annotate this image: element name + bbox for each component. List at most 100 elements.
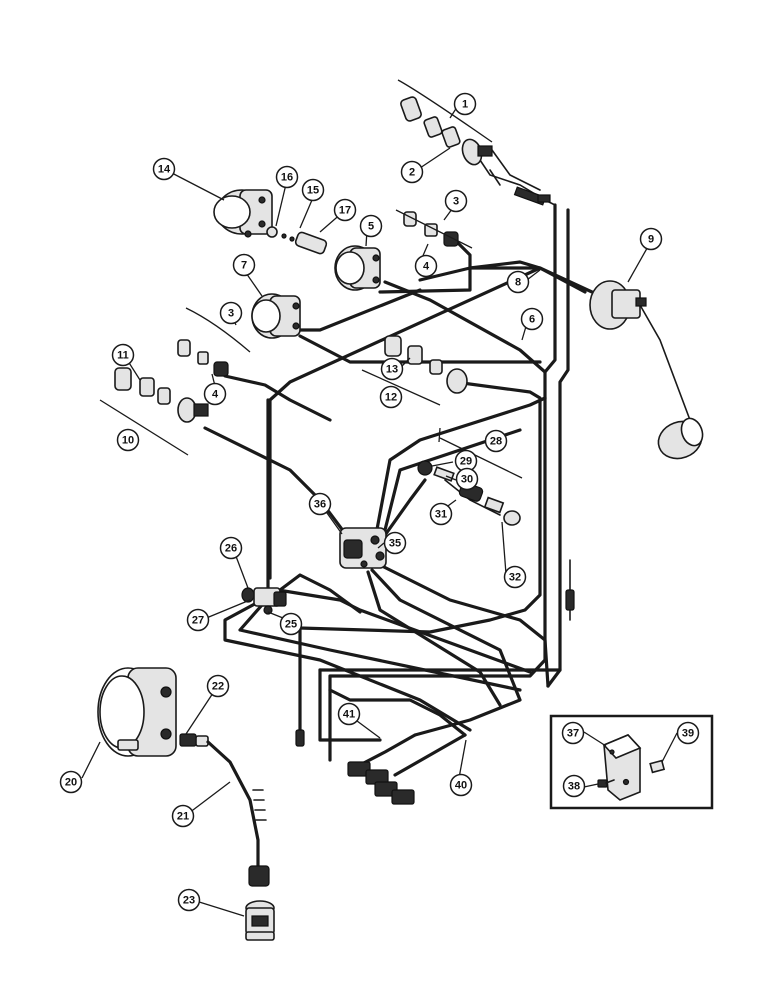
terminal-left: [295, 729, 305, 747]
callout-circle: [152, 157, 176, 181]
terminal-right: [565, 589, 575, 611]
callout-c16: 16: [275, 165, 299, 189]
callout-c11: 11: [111, 343, 135, 367]
indicator-lamp-assembly-1: [400, 96, 551, 206]
tach-cable-21: [206, 740, 260, 870]
lamp-holder-3b: [213, 361, 229, 377]
lamp-holder-3a: [443, 231, 459, 247]
shaft-30: [433, 466, 455, 482]
ignition-switch-35: [339, 527, 387, 569]
washer-16: [266, 226, 278, 238]
callout-c30: 30: [455, 467, 479, 491]
callout-number: 3: [228, 308, 234, 320]
callout-circle: [379, 385, 403, 409]
callout-circle: [186, 608, 210, 632]
callout-leaders: [81, 79, 651, 917]
callout-number: 8: [515, 277, 521, 289]
callout-c25: 25: [279, 612, 303, 636]
callout-c9: 9: [639, 227, 663, 251]
mounting-bracket-37: [602, 734, 642, 801]
callout-circle: [116, 428, 140, 452]
callout-circle: [333, 198, 357, 222]
callout-circle: [400, 160, 424, 184]
callout-c27: 27: [186, 608, 210, 632]
callout-c38: 38: [562, 774, 586, 798]
bracket-inset: [549, 714, 714, 810]
callout-circle: [232, 253, 256, 277]
callout-circle: [59, 770, 83, 794]
washer-28: [503, 510, 521, 526]
switch-terminal-10: [193, 403, 209, 417]
callout-circle: [111, 343, 135, 367]
callout-number: 14: [158, 164, 171, 176]
callout-c39: 39: [676, 721, 700, 745]
callout-circle: [520, 307, 544, 331]
callout-c1: 1: [453, 92, 477, 116]
cable-ferrule-22: [195, 735, 209, 747]
callout-number: 16: [281, 172, 293, 184]
callout-number: 22: [212, 681, 224, 693]
callout-circle: [383, 531, 407, 555]
callout-number: 35: [389, 538, 401, 550]
plunger-10: [157, 387, 171, 405]
callout-circle: [380, 357, 404, 381]
callout-c31: 31: [429, 502, 453, 526]
callout-circle: [429, 502, 453, 526]
callout-circle: [206, 674, 230, 698]
callout-number: 31: [435, 509, 447, 521]
callout-circle: [301, 178, 325, 202]
callout-circle: [275, 165, 299, 189]
drive-fitting-23: [245, 900, 275, 941]
callout-circle: [484, 429, 508, 453]
callout-number: 26: [225, 543, 237, 555]
socket-4b: [197, 351, 209, 365]
callout-circle: [203, 382, 227, 406]
callout-c7: 7: [232, 253, 256, 277]
callout-number: 3: [453, 196, 459, 208]
callout-c41: 41: [337, 702, 361, 726]
lamp-body-12: [446, 368, 468, 394]
callout-circle: [639, 227, 663, 251]
pin-15b: [289, 236, 295, 242]
callout-c21: 21: [171, 804, 195, 828]
callout-number: 4: [212, 389, 219, 401]
connector-41a: [347, 761, 371, 777]
callout-circle: [177, 888, 201, 912]
callout-number: 40: [455, 780, 467, 792]
callout-number: 15: [307, 185, 319, 197]
callout-c6: 6: [520, 307, 544, 331]
knob-29: [417, 460, 433, 476]
fuel-sender-9: [589, 280, 704, 460]
callout-number: 2: [409, 167, 415, 179]
callout-number: 28: [490, 436, 502, 448]
callout-c5: 5: [359, 214, 383, 238]
gauge-7: [251, 293, 301, 339]
callout-number: 38: [568, 781, 580, 793]
callout-c17: 17: [333, 198, 357, 222]
bulb-13: [407, 345, 423, 365]
callout-circle: [503, 565, 527, 589]
callout-number: 9: [648, 234, 654, 246]
callout-circle: [506, 270, 530, 294]
callout-c36: 36: [308, 492, 332, 516]
callout-c12: 12: [379, 385, 403, 409]
callout-c15: 15: [301, 178, 325, 202]
callout-circle: [279, 612, 303, 636]
light-switch-25: [241, 587, 287, 615]
callout-number: 5: [368, 221, 374, 233]
callout-c3b: 3: [219, 301, 243, 325]
knob-10: [114, 367, 132, 391]
callout-number: 27: [192, 615, 204, 627]
callout-circle: [455, 467, 479, 491]
callout-number: 20: [65, 777, 77, 789]
callout-c13: 13: [380, 357, 404, 381]
callout-c4a: 4: [414, 254, 438, 278]
callout-c2: 2: [400, 160, 424, 184]
callout-number: 36: [314, 499, 326, 511]
callout-number: 4: [423, 261, 430, 273]
callout-circle: [449, 773, 473, 797]
callout-number: 13: [386, 364, 398, 376]
callout-c14: 14: [152, 157, 176, 181]
callout-circle: [561, 721, 585, 745]
